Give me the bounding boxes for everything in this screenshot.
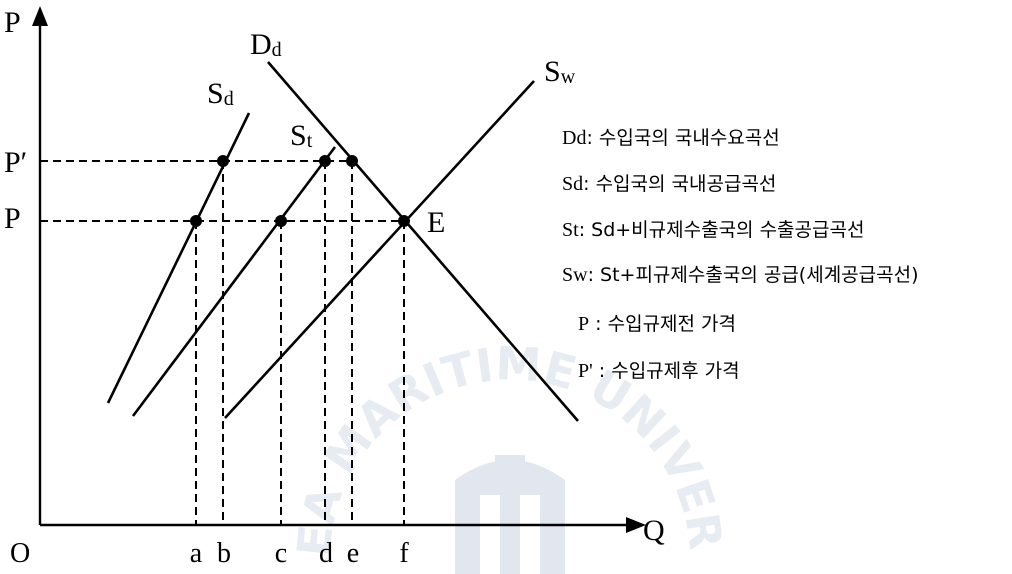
equilibrium-label: E xyxy=(427,206,445,239)
price-label-p: P xyxy=(4,202,21,235)
curve-label-dd: Dd xyxy=(250,28,282,61)
q-label-c: c xyxy=(275,538,287,569)
point-sd-p-prime xyxy=(217,155,229,167)
curve-label-sw: Sw xyxy=(544,55,576,88)
legend-item-dd: Dd: 수입국의 국내수요곡선 xyxy=(562,127,780,149)
dashed-guides xyxy=(40,160,405,525)
q-label-f: f xyxy=(399,538,409,569)
watermark-emblem xyxy=(455,455,565,574)
legend-item-p-prime: P' : 수입규제후 가격 xyxy=(578,360,740,382)
point-st-p xyxy=(275,215,287,227)
y-axis-label: P xyxy=(4,6,21,39)
q-label-d: d xyxy=(319,538,333,569)
legend: Dd: 수입국의 국내수요곡선 Sd: 수입국의 국내공급곡선 St: Sd+비… xyxy=(562,127,919,382)
point-st-p-prime xyxy=(319,155,331,167)
legend-item-sd: Sd: 수입국의 국내공급곡선 xyxy=(562,173,776,195)
q-label-a: a xyxy=(190,538,203,569)
legend-item-p: P : 수입규제전 가격 xyxy=(578,313,736,335)
curve-label-st: St xyxy=(290,119,313,152)
curves xyxy=(106,61,579,422)
point-equilibrium-e xyxy=(398,215,410,227)
curve-sw xyxy=(224,80,535,419)
curve-sd xyxy=(106,112,251,404)
y-axis-arrow-icon xyxy=(32,6,48,26)
q-label-e: e xyxy=(347,538,359,569)
curve-dd xyxy=(267,61,579,422)
watermark-seal: KOREA MARITIME UNIVERSITY xyxy=(0,0,733,574)
point-sd-p xyxy=(190,215,202,227)
quantity-labels: a b c d e f xyxy=(190,538,410,569)
curve-label-sd: Sd xyxy=(207,77,234,110)
point-dd-p-prime xyxy=(346,155,358,167)
legend-item-sw: Sw: St+피규제수출국의 공급(세계공급곡선) xyxy=(562,264,919,286)
axes xyxy=(38,22,630,527)
curve-st xyxy=(131,146,337,417)
intersection-points xyxy=(190,155,410,227)
q-label-b: b xyxy=(217,538,231,569)
origin-label: O xyxy=(10,538,30,569)
price-label-p-prime: P′ xyxy=(4,146,27,179)
legend-item-st: St: Sd+비규제수출국의 수출공급곡선 xyxy=(562,219,864,241)
x-axis-arrow-icon xyxy=(626,517,646,533)
x-axis-label: Q xyxy=(643,514,665,547)
